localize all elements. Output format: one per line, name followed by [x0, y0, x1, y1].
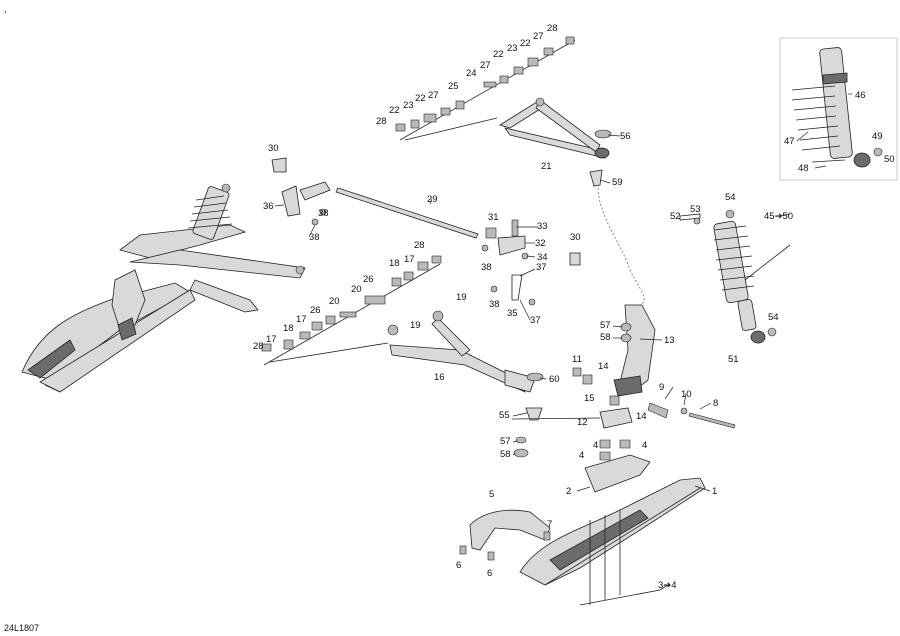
callout-label: 4 — [593, 440, 598, 451]
callout-label: 28 — [376, 116, 387, 127]
callout-label: 28 — [253, 341, 264, 352]
spindle — [572, 304, 736, 429]
callout-label: 27 — [428, 90, 439, 101]
callout-label: 21 — [541, 161, 552, 172]
callout-label: 24 — [466, 68, 477, 79]
callout-label: 59 — [612, 177, 623, 188]
callout-label: 27 — [533, 31, 544, 42]
callout-label: 2 — [566, 486, 571, 497]
callout-label: 26 — [310, 305, 321, 316]
leader-lines — [274, 93, 852, 492]
callout-label: 18 — [283, 323, 294, 334]
callout-label: 54 — [725, 192, 736, 203]
callout-label: 22 — [389, 105, 400, 116]
callout-label: 13 — [664, 335, 675, 346]
callout-label: 33 — [537, 221, 548, 232]
callout-label: 25 — [448, 81, 459, 92]
callout-label: 36 — [263, 201, 274, 212]
callout-label: 20 — [351, 284, 362, 295]
callout-label: 22 — [415, 93, 426, 104]
callout-label: 11 — [572, 354, 582, 365]
callout-label: 53 — [690, 204, 701, 215]
callout-labels: 1 2 3➔4 4 4 4 5 6 6 7 8 9 10 11 12 13 14… — [253, 23, 895, 591]
steering-arm-assembly — [481, 219, 581, 306]
callout-label: 8 — [713, 398, 718, 409]
callout-label: 3➔4 — [658, 580, 677, 591]
callout-label: 4 — [642, 440, 647, 451]
callout-label: 49 — [872, 131, 883, 142]
callout-label: 38 — [489, 299, 500, 310]
callout-label: 50 — [884, 154, 895, 165]
upper-hardware-row — [395, 36, 575, 132]
callout-label: 38 — [318, 208, 329, 219]
callout-label: 18 — [389, 258, 400, 269]
callout-label: 19 — [456, 292, 467, 303]
callout-label: 26 — [363, 274, 374, 285]
callout-label: 27 — [480, 60, 491, 71]
callout-label: 56 — [620, 131, 631, 142]
upper-a-arm — [399, 39, 610, 159]
callout-label: 38 — [481, 262, 492, 273]
callout-label: 14 — [598, 361, 609, 372]
callout-label: 14 — [636, 411, 647, 422]
callout-label: 58 — [600, 332, 611, 343]
callout-label: 57 — [600, 320, 611, 331]
callout-label: 30 — [268, 143, 279, 154]
callout-label: 6 — [487, 568, 492, 579]
callout-label: 55 — [499, 410, 510, 421]
callout-label: 6 — [456, 560, 461, 571]
callout-label: 15 — [584, 393, 595, 404]
drawing-code: 24L1807 — [4, 623, 39, 633]
callout-label: 17 — [266, 334, 277, 345]
callout-label: 30 — [570, 232, 581, 243]
lower-a-arm — [263, 263, 536, 393]
shock-absorber — [679, 209, 791, 344]
callout-label: 28 — [547, 23, 558, 34]
callout-label: 54 — [768, 312, 779, 323]
corner-mark: , — [4, 4, 7, 15]
callout-label: 60 — [549, 374, 560, 385]
callout-label: 12 — [577, 417, 588, 428]
callout-label: 32 — [535, 238, 546, 249]
callout-label: 9 — [659, 382, 664, 393]
callout-label: 46 — [855, 90, 866, 101]
callout-label: 20 — [329, 296, 340, 307]
callout-label: 29 — [427, 194, 438, 205]
callout-label: 58 — [500, 449, 511, 460]
callout-label: 7 — [547, 519, 552, 530]
callout-label: 52 — [670, 211, 681, 222]
callout-label: 10 — [681, 389, 692, 400]
callout-label: 4 — [579, 450, 584, 461]
assembled-suspension-view — [21, 183, 306, 393]
callout-label: 45➔50 — [764, 211, 793, 222]
callout-label: 16 — [434, 372, 445, 383]
callout-label: 22 — [520, 38, 531, 49]
callout-label: 37 — [536, 262, 547, 273]
tie-rod — [271, 157, 479, 239]
callout-label: 37 — [530, 315, 541, 326]
callout-label: 19 — [410, 320, 421, 331]
callout-label: 23 — [507, 43, 518, 54]
shock-detail-box — [779, 37, 898, 181]
callout-label: 57 — [500, 436, 511, 447]
callout-label: 23 — [403, 100, 414, 111]
callout-label: 48 — [798, 163, 809, 174]
callout-label: 34 — [537, 252, 548, 263]
callout-label: 22 — [493, 49, 504, 60]
callout-label: 1 — [712, 486, 717, 497]
lower-hardware-row — [261, 255, 442, 352]
assembled-shock-spring — [187, 186, 233, 240]
callout-label: 38 — [309, 232, 320, 243]
callout-label: 47 — [784, 136, 795, 147]
callout-label: 17 — [296, 314, 307, 325]
callout-label: 5 — [489, 489, 494, 500]
callout-label: 17 — [404, 254, 415, 265]
callout-label: 35 — [507, 308, 518, 319]
callout-label: 28 — [414, 240, 425, 251]
ski — [459, 439, 706, 606]
callout-label: 31 — [488, 212, 499, 223]
callout-label: 51 — [728, 354, 739, 365]
